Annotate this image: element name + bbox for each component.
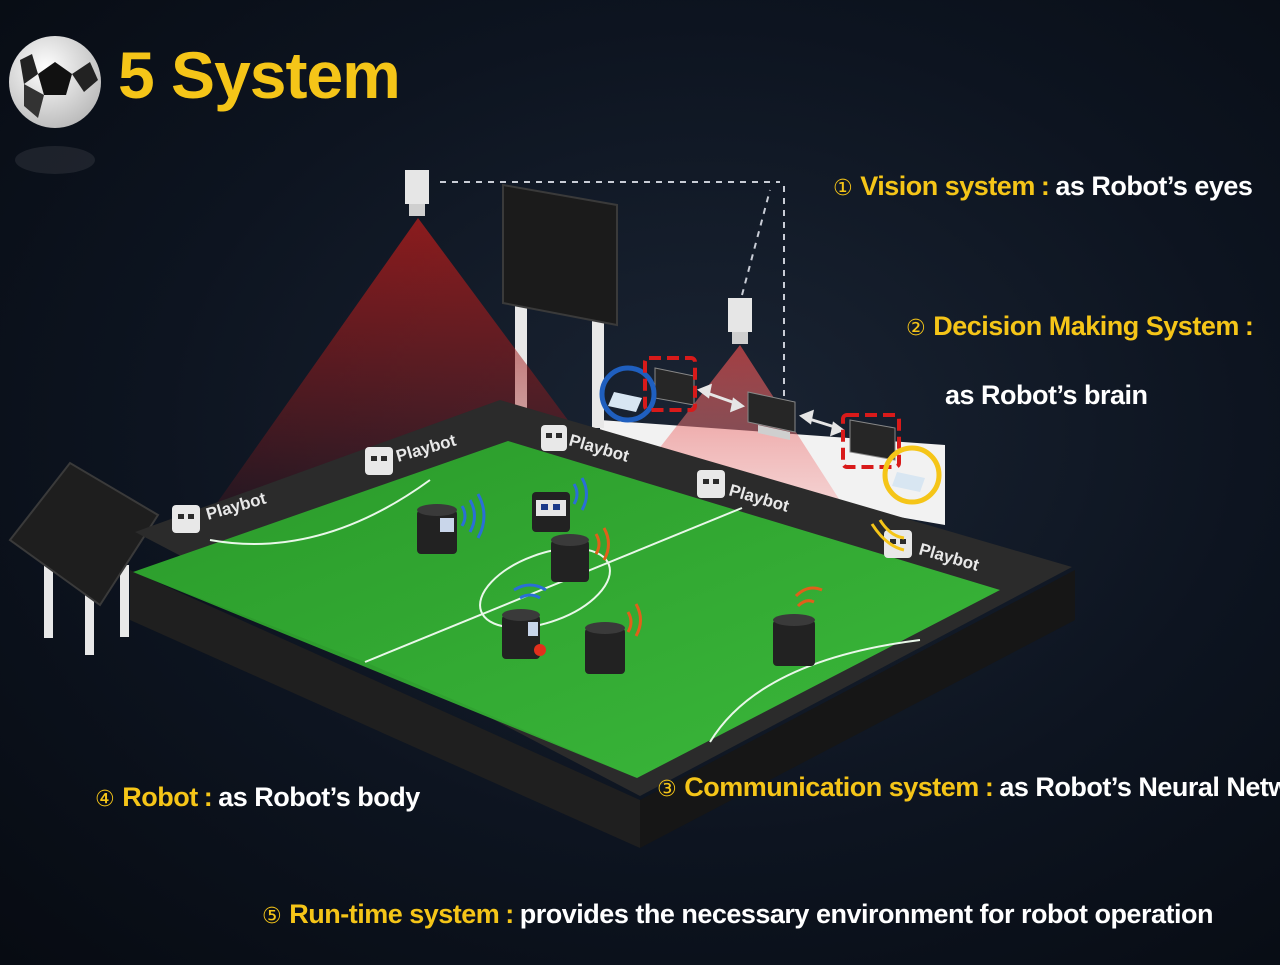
separator: : (505, 899, 514, 929)
computer-icon (849, 419, 896, 461)
system-label-decision-desc: as Robot’s brain (945, 382, 1148, 409)
system-description: as Robot’s eyes (1055, 171, 1253, 201)
system-name: Run-time system (289, 899, 500, 929)
camera-icon (728, 298, 752, 344)
system-description: as Robot’s brain (945, 380, 1148, 410)
separator: : (203, 782, 213, 812)
highlight-red-box (841, 413, 901, 469)
router-icon (892, 472, 925, 492)
highlight-red-box (643, 356, 697, 412)
camera-icon (405, 170, 429, 216)
wifi-signal-icon (460, 477, 905, 637)
system-label-vision: ① Vision system:as Robot’s eyes (833, 171, 1253, 201)
field-wall-front-right (640, 570, 1075, 848)
step-number: ⑤ (262, 903, 282, 928)
ball-icon (534, 644, 546, 656)
soccer-ball-icon (9, 36, 101, 174)
system-description: provides the necessary environment for r… (519, 899, 1214, 929)
robot-icon (502, 609, 540, 659)
step-number: ② (906, 315, 926, 340)
highlight-blue-circle (599, 365, 657, 423)
field-wall-front-left (130, 570, 640, 848)
step-number: ① (833, 175, 853, 200)
system-label-robot: ④ Robot:as Robot’s body (95, 784, 420, 811)
system-name: Communication system (684, 772, 979, 802)
system-description: as Robot’s body (218, 782, 420, 812)
system-label-communication: ③ Communication system:as Robot’s Neural … (657, 774, 1280, 801)
field-lines (209, 479, 921, 743)
separator: : (1040, 171, 1050, 201)
highlight-yellow-circle (882, 445, 942, 505)
separator: : (984, 772, 994, 802)
separator: : (1244, 311, 1254, 341)
system-name: Vision system (860, 171, 1035, 201)
system-label-decision: ② Decision Making System: (906, 313, 1259, 340)
system-description: as Robot’s Neural Network (999, 772, 1280, 802)
robot-icon (551, 534, 589, 582)
step-number: ③ (657, 776, 677, 801)
step-number: ④ (95, 786, 115, 811)
page-title: 5 System (118, 38, 401, 112)
field-shadow (133, 572, 637, 778)
robot-icon (585, 622, 625, 674)
computer-icon (747, 391, 796, 440)
computer-icon (654, 367, 695, 406)
system-name: Decision Making System (933, 311, 1239, 341)
robot-icon (417, 504, 457, 554)
system-label-runtime: ⑤ Run-time system:provides the necessary … (262, 901, 1213, 928)
vision-data-flow (440, 181, 785, 405)
router-icon (608, 392, 642, 412)
robot-icon (773, 614, 815, 666)
system-name: Robot (122, 782, 198, 812)
link-arrow-icon (696, 383, 846, 437)
side-display-icon (8, 461, 160, 655)
robot-icon (532, 492, 570, 532)
